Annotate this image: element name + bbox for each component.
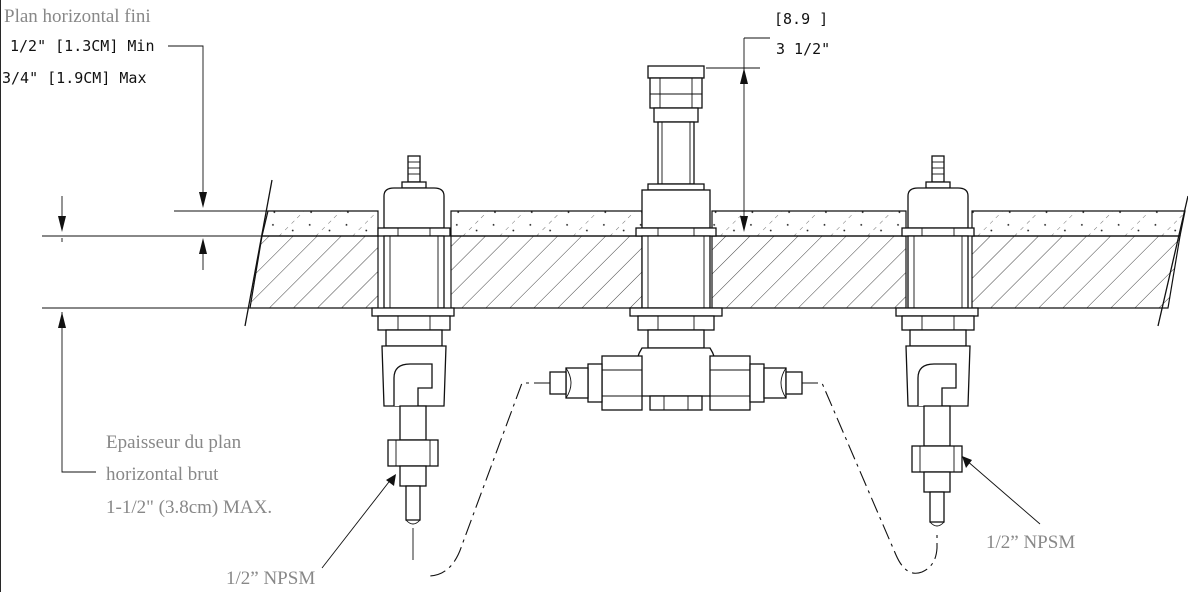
leader-thread-left [321, 474, 396, 569]
finished-surface-title: Plan horizontal fini [4, 6, 151, 27]
dimension-rough-thickness [58, 312, 96, 473]
finished-min-label: 1/2" [1.3CM] Min [10, 37, 155, 55]
supply-line-right [802, 382, 938, 574]
rough-thickness-line-1: Epaisseur du plan [106, 432, 242, 453]
leader-thread-right [962, 456, 1041, 525]
finished-surface-layer [261, 210, 379, 237]
right-valve [895, 155, 979, 527]
rough-thickness-line-2: horizontal brut [106, 464, 219, 485]
finished-max-label: 3/4" [1.9CM] Max [2, 69, 147, 87]
supply-line-left [427, 382, 550, 577]
left-valve [371, 155, 455, 560]
thread-label-left: 1/2” NPSM [226, 568, 315, 589]
countertop-section [42, 179, 1188, 327]
stem-height-metric: [8.9 ] [774, 10, 828, 28]
rough-deck-layer [249, 235, 379, 309]
stem-height-imperial: 3 1/2" [776, 40, 830, 58]
dimension-stem-height [706, 37, 770, 232]
rough-thickness-line-3: 1-1/2" (3.8cm) MAX. [106, 497, 272, 518]
thread-label-right: 1/2” NPSM [986, 532, 1075, 553]
center-mixing-valve [549, 65, 803, 411]
dimension-finished-thickness [58, 45, 207, 270]
